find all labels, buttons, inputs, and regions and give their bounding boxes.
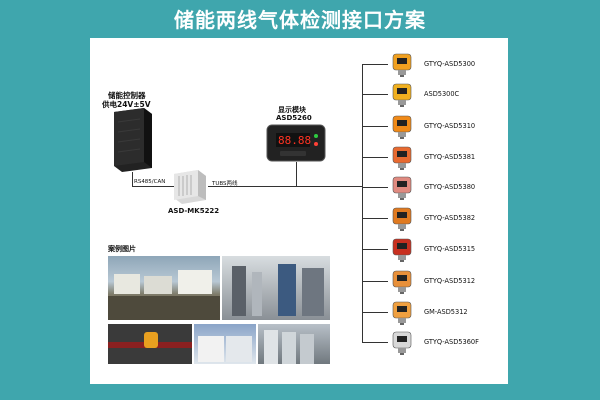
controller-bus-label: RS485/CAN bbox=[134, 179, 166, 185]
module-name: ASD-MK5222 bbox=[168, 207, 220, 215]
branch-line bbox=[362, 157, 388, 158]
module-bus-label: TUBS两线 bbox=[212, 181, 238, 187]
branch-line bbox=[362, 281, 388, 282]
gas-detector-icon bbox=[390, 146, 414, 170]
display-name: 显示模块 bbox=[278, 106, 306, 114]
branch-line bbox=[362, 218, 388, 219]
display-model: ASD5260 bbox=[276, 114, 312, 122]
gas-detector-icon bbox=[390, 238, 414, 262]
detector-label: GTYQ-ASD5381 bbox=[424, 153, 476, 161]
branch-line bbox=[362, 312, 388, 313]
svg-text:88.88: 88.88 bbox=[278, 134, 311, 147]
wire-controller-module bbox=[132, 186, 174, 187]
branch-line bbox=[362, 187, 388, 188]
main-bus-line bbox=[208, 186, 362, 187]
module-box bbox=[174, 170, 206, 204]
detector-label: ASD5300C bbox=[424, 90, 460, 98]
branch-line bbox=[362, 64, 388, 65]
bus-trunk bbox=[362, 64, 363, 342]
case-photo-warehouse bbox=[222, 256, 330, 320]
gas-detector-icon bbox=[390, 53, 414, 77]
branch-line bbox=[362, 94, 388, 95]
case-photo-site bbox=[108, 256, 220, 320]
controller-name: 储能控制器 bbox=[108, 91, 146, 100]
branch-line bbox=[362, 342, 388, 343]
detector-label: GTYQ-ASD5312 bbox=[424, 277, 476, 285]
cases-title: 案例图片 bbox=[108, 245, 136, 253]
detector-label: GTYQ-ASD5300 bbox=[424, 60, 476, 68]
gas-detector-icon bbox=[390, 331, 414, 355]
branch-line bbox=[362, 126, 388, 127]
branch-line bbox=[362, 249, 388, 250]
controller-power: 供电24V±5V bbox=[102, 100, 151, 109]
detector-label: GTYQ-ASD5382 bbox=[424, 214, 476, 222]
detector-label: GTYQ-ASD5380 bbox=[424, 183, 476, 191]
wire-display-bus bbox=[296, 162, 297, 186]
case-photo-sensor bbox=[108, 324, 192, 364]
case-photo-cabinets bbox=[258, 324, 330, 364]
gas-detector-icon bbox=[390, 270, 414, 294]
gas-detector-icon bbox=[390, 83, 414, 107]
gas-detector-icon bbox=[390, 176, 414, 200]
detector-label: GTYQ-ASD5315 bbox=[424, 245, 476, 253]
gas-detector-icon bbox=[390, 301, 414, 325]
gas-detector-icon bbox=[390, 207, 414, 231]
page-title: 储能两线气体检测接口方案 bbox=[174, 8, 426, 32]
detector-label: GM-ASD5312 bbox=[424, 308, 468, 316]
display-device: 88.88 bbox=[266, 124, 326, 162]
controller-box bbox=[114, 108, 152, 172]
detector-label: GTYQ-ASD5310 bbox=[424, 122, 476, 130]
wire-controller-down bbox=[132, 172, 133, 186]
gas-detector-icon bbox=[390, 115, 414, 139]
case-photo-containers bbox=[194, 324, 256, 364]
detector-label: GTYQ-ASD5360F bbox=[424, 338, 479, 346]
